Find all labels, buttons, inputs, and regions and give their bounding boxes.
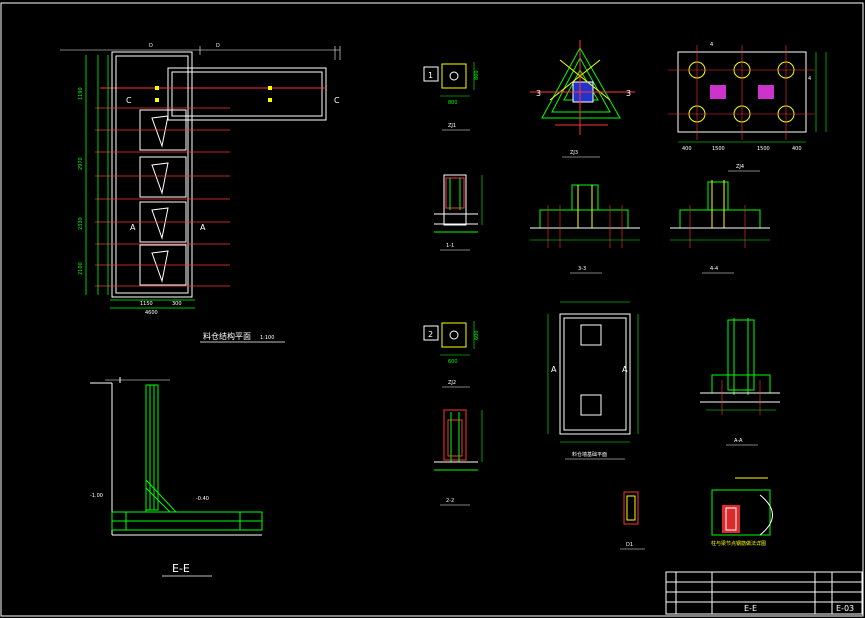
svg-text:1150: 1150: [140, 301, 153, 307]
detail-zj2: 2 600 600 ZJ2: [423, 321, 480, 388]
svg-text:1-1: 1-1: [446, 243, 454, 249]
svg-text:D1: D1: [626, 542, 633, 548]
svg-text:4: 4: [808, 76, 811, 82]
plan-top-beam: [167, 67, 327, 121]
svg-text:3: 3: [626, 89, 631, 98]
section-ee: -1.00 -0.40 E-E: [90, 377, 263, 577]
sheet-title: E-E: [744, 604, 757, 613]
svg-text:ZJ3: ZJ3: [570, 150, 578, 156]
detail-zj1: 1 800 800 ZJ1: [423, 62, 480, 131]
plan-scale: 1:100: [260, 335, 274, 341]
svg-text:A-A: A-A: [734, 438, 743, 444]
plan-view: C C A A D D 1190 2970 2330 2100 1150 300…: [60, 43, 341, 343]
plan-dim-bottom: [110, 299, 195, 309]
svg-text:3-3: 3-3: [578, 266, 586, 272]
column-plan: A A 料仓墙基础平面: [547, 301, 639, 460]
svg-text:4: 4: [710, 42, 713, 48]
svg-text:2-2: 2-2: [446, 498, 454, 504]
plan-bins: [139, 109, 187, 286]
svg-text:1: 1: [428, 71, 433, 80]
svg-text:ZJ1: ZJ1: [448, 123, 456, 129]
svg-text:2: 2: [428, 330, 433, 339]
plan-wall: [111, 51, 193, 298]
svg-text:600: 600: [474, 330, 480, 340]
title-block: E-E E-03: [665, 571, 863, 615]
cut-mark-d-left: D: [149, 43, 153, 49]
svg-text:料仓墙基础平面: 料仓墙基础平面: [572, 451, 607, 458]
plan-dim-texts-bottom: 1150 300 4600: [140, 301, 182, 316]
cut-mark-a-right: A: [200, 223, 206, 232]
svg-text:1190: 1190: [78, 87, 84, 100]
cut-mark-c-right: C: [334, 96, 340, 105]
svg-text:3: 3: [536, 89, 541, 98]
svg-text:2100: 2100: [78, 262, 84, 275]
plan-title: 料仓结构平面: [203, 331, 251, 341]
cut-mark-a-left: A: [130, 223, 136, 232]
joint-note: 柱与梁节点钢筋做法详图: [711, 540, 766, 547]
svg-text:2330: 2330: [78, 217, 84, 230]
svg-text:1500: 1500: [712, 146, 725, 152]
cut-mark-c-left: C: [126, 96, 132, 105]
svg-text:800: 800: [448, 100, 458, 106]
svg-text:400: 400: [792, 146, 802, 152]
cut-mark-d-right: D: [216, 43, 220, 49]
section-a-a: A-A: [700, 318, 780, 446]
svg-text:ZJ4: ZJ4: [736, 164, 744, 170]
detail-d1: D1: [620, 491, 645, 550]
svg-text:-0.40: -0.40: [196, 496, 209, 502]
svg-text:A: A: [551, 365, 557, 374]
section-4-4: 4-4: [670, 180, 770, 274]
section-3-3: 3-3: [530, 184, 640, 274]
svg-text:-1.00: -1.00: [90, 493, 103, 499]
plan-dim-left: [85, 55, 109, 295]
section-1-1: 1-1: [434, 174, 483, 251]
section-2-2: 2-2: [434, 409, 483, 506]
svg-text:ZJ2: ZJ2: [448, 380, 456, 386]
plan-dim-texts-right: 1190 2970 2330 2100: [78, 87, 84, 275]
svg-text:2970: 2970: [78, 157, 84, 170]
svg-text:300: 300: [172, 301, 182, 307]
svg-text:4-4: 4-4: [710, 266, 718, 272]
joint-detail: 柱与梁节点钢筋做法详图: [711, 477, 773, 547]
svg-text:800: 800: [474, 70, 480, 80]
plan-axis-lines: [95, 107, 230, 287]
section-ee-title: E-E: [172, 562, 190, 575]
svg-text:A: A: [622, 365, 628, 374]
sheet-number: E-03: [836, 604, 854, 613]
svg-text:4600: 4600: [145, 310, 158, 316]
svg-text:1500: 1500: [757, 146, 770, 152]
detail-zj4: 4 4 400 1500 1500 400 ZJ4: [668, 42, 827, 172]
svg-text:400: 400: [682, 146, 692, 152]
svg-text:600: 600: [448, 359, 458, 365]
detail-zj3: 3 3 ZJ3: [530, 40, 635, 158]
